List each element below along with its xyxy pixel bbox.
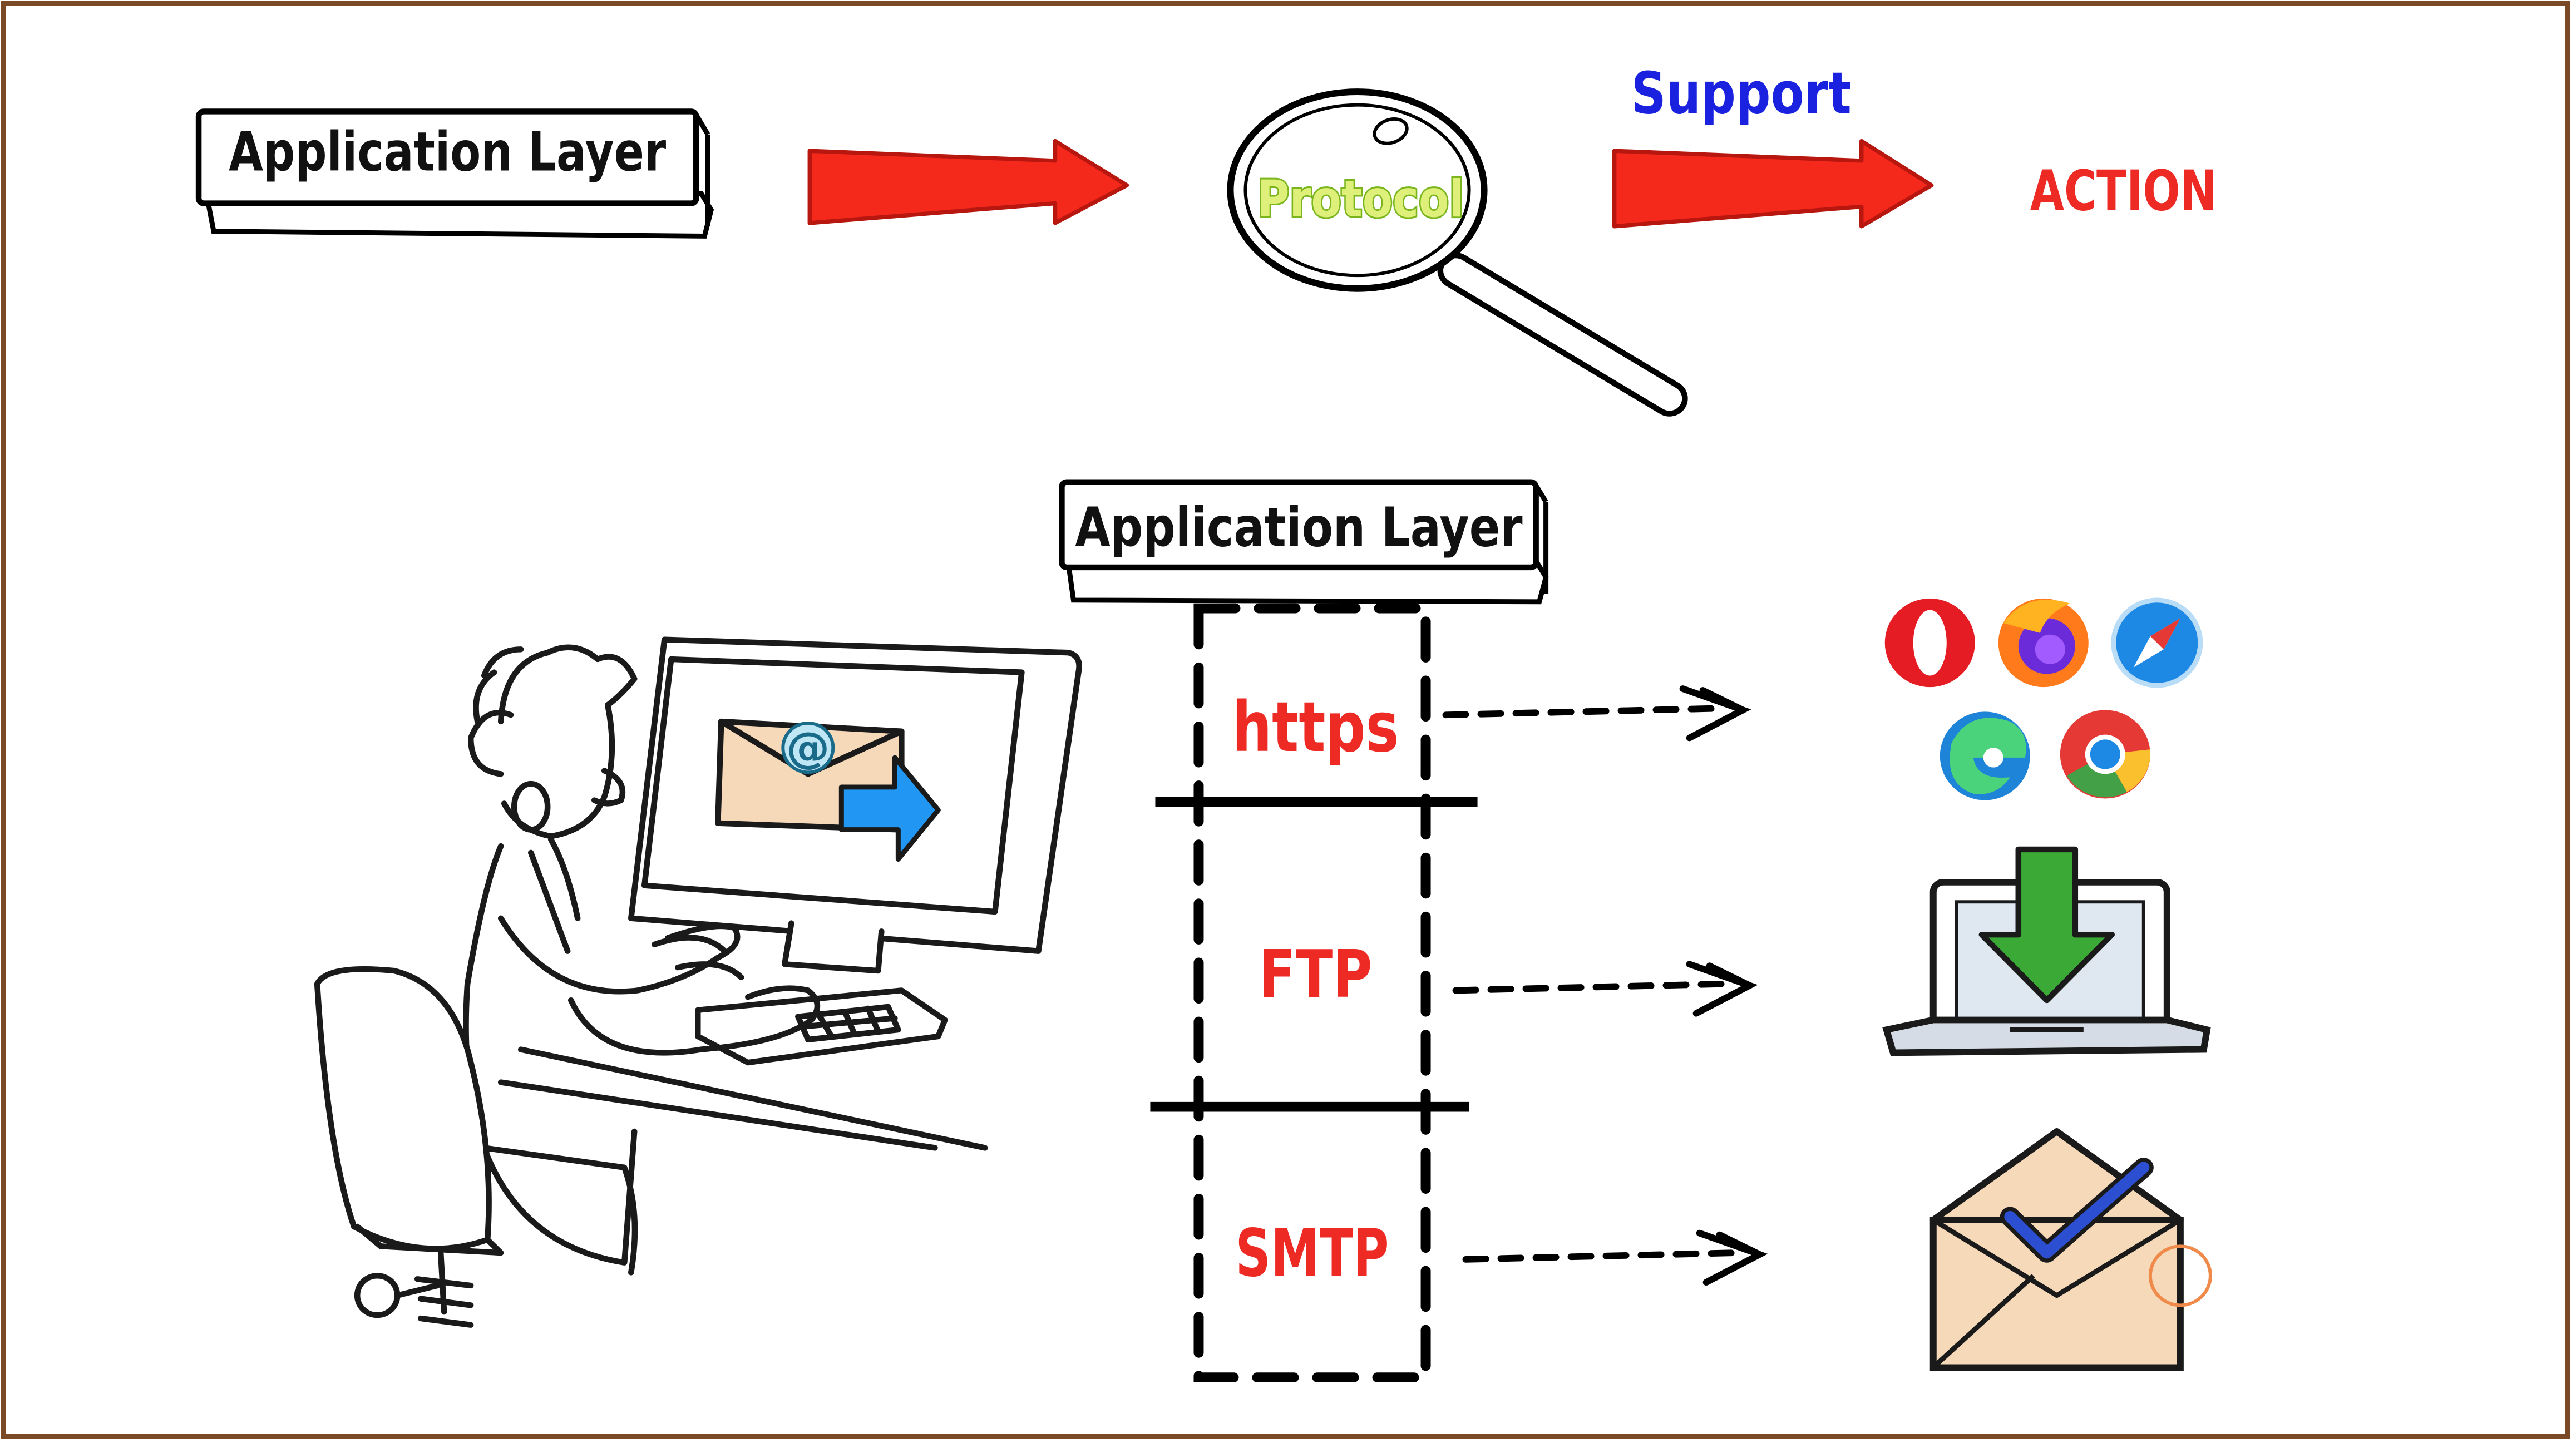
support-label: Support bbox=[1631, 60, 1852, 127]
dashed-arrow-https bbox=[1442, 685, 1751, 742]
protocol-stack-frame bbox=[1150, 603, 1478, 1382]
arrow-to-protocol bbox=[807, 139, 1129, 225]
web-browsers-icon bbox=[1884, 597, 2203, 800]
firefox-icon bbox=[1998, 598, 2089, 688]
top-application-layer-box: Application Layer bbox=[195, 108, 714, 239]
safari-icon bbox=[2111, 597, 2203, 688]
protocol-smtp-label: SMTP bbox=[1235, 1215, 1389, 1292]
stack-application-layer-box: Application Layer bbox=[1059, 479, 1549, 605]
dashed-arrow-ftp bbox=[1452, 961, 1758, 1017]
protocol-ftp-label: FTP bbox=[1259, 937, 1372, 1013]
dashed-arrow-smtp bbox=[1462, 1229, 1768, 1286]
action-label: ACTION bbox=[2030, 158, 2217, 223]
at-symbol: @ bbox=[786, 723, 830, 773]
top-application-layer-label: Application Layer bbox=[229, 121, 667, 184]
open-envelope-check-icon bbox=[1929, 1128, 2212, 1371]
arrow-to-action bbox=[1612, 139, 1934, 229]
user-at-computer-illustration: @ bbox=[314, 636, 1082, 1328]
edge-icon bbox=[1940, 711, 2030, 800]
chrome-icon bbox=[2060, 710, 2151, 799]
send-arrow-icon bbox=[838, 755, 941, 862]
laptop-download-icon bbox=[1882, 846, 2211, 1056]
opera-icon bbox=[1884, 598, 1975, 688]
protocol-https-label: https bbox=[1232, 688, 1399, 768]
protocol-label: Protocol bbox=[1257, 169, 1464, 229]
magnifier-protocol-icon: Protocol bbox=[1227, 88, 1688, 417]
stack-application-layer-label: Application Layer bbox=[1075, 496, 1523, 559]
download-arrow-icon bbox=[1978, 846, 2115, 1004]
